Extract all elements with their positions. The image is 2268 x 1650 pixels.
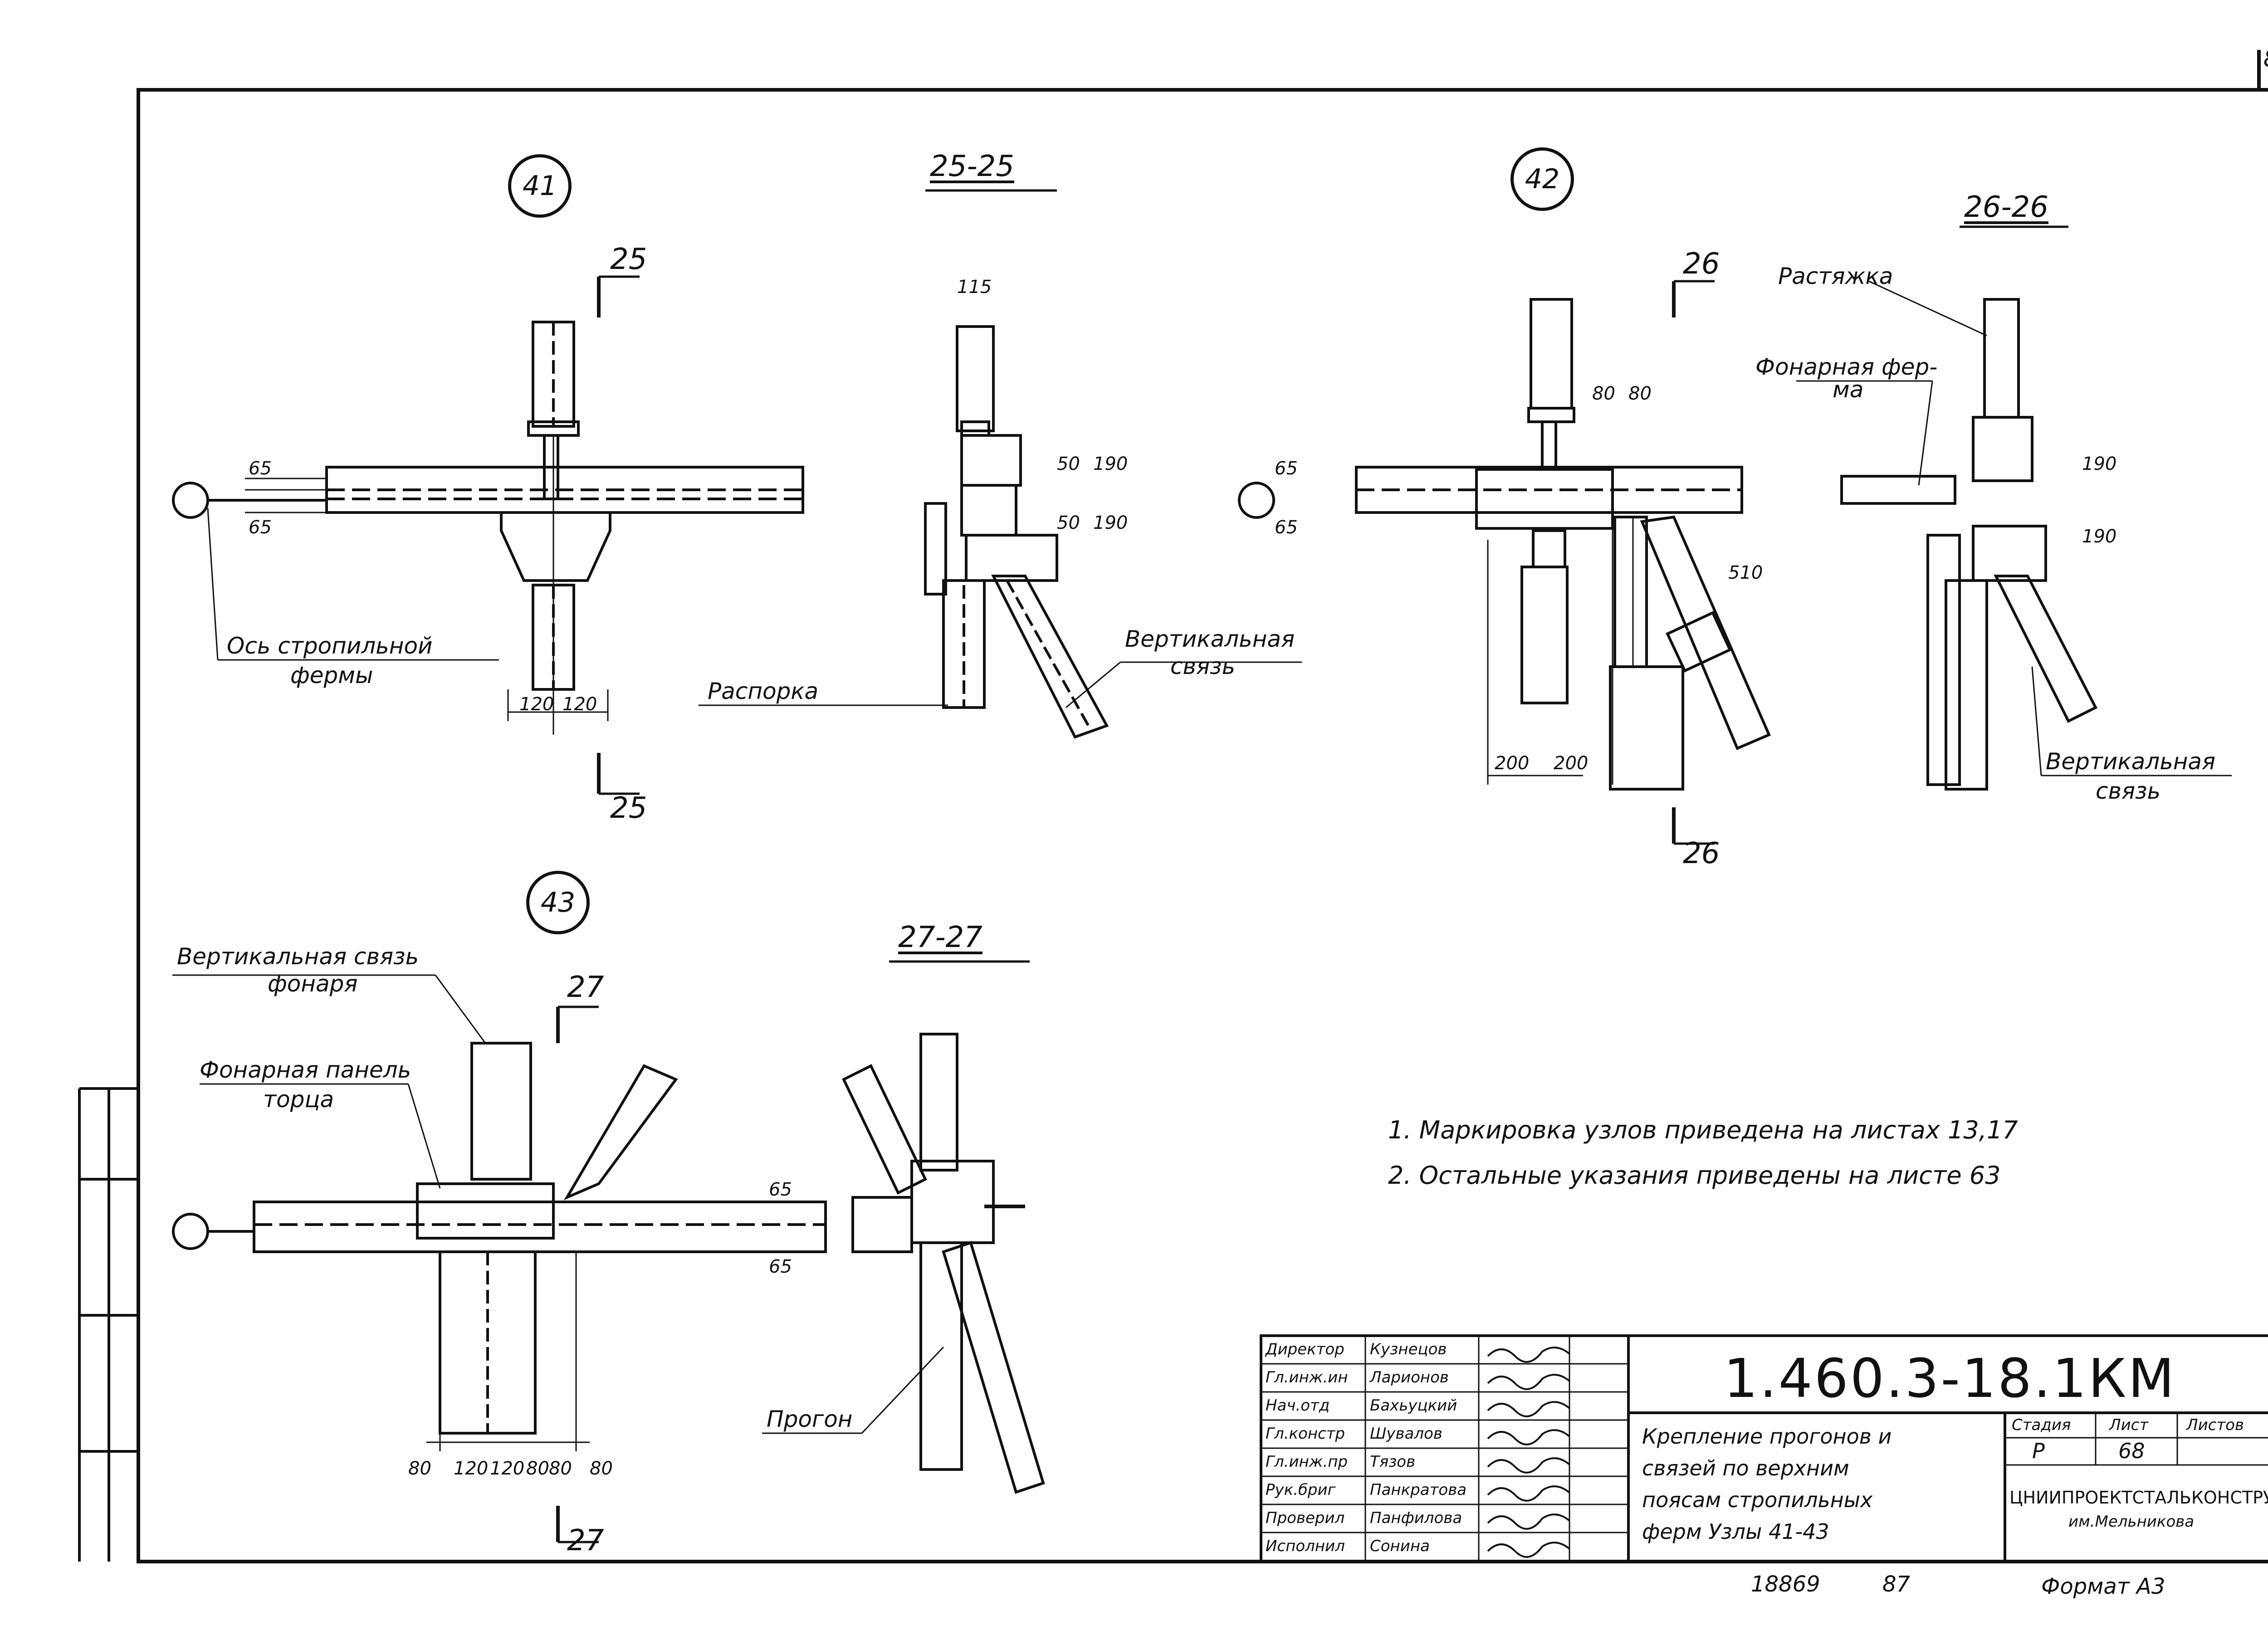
sheet-format: Формат А3: [2041, 1574, 2165, 1599]
section-26-drawing: [1796, 225, 2232, 791]
role-2: Нач.отд: [1266, 1396, 1330, 1415]
dim-n41-120b: 120: [562, 694, 597, 715]
desc-line-3: поясам стропильных: [1642, 1488, 1873, 1512]
name-1: Ларионов: [1370, 1368, 1449, 1386]
node-42-drawing: [1238, 280, 1771, 845]
dim-n42-65a: 65: [1275, 458, 1298, 479]
cut-25-top: 25: [610, 243, 647, 276]
label-truss-axis-2: фермы: [290, 662, 373, 688]
dim-s25-115: 115: [957, 277, 992, 298]
name-6: Панфилова: [1370, 1509, 1462, 1527]
sheet-header: Лист: [2109, 1416, 2149, 1434]
name-4: Тязов: [1370, 1453, 1416, 1471]
document-code: 1.460.3-18.1КМ: [1724, 1347, 2176, 1410]
dim-n43-65b: 65: [769, 1256, 792, 1277]
inventory-number: 18869: [1751, 1572, 1820, 1597]
cut-27-top: 27: [567, 971, 604, 1004]
label-vert-svyaz-b-1: Вертикальная: [2046, 748, 2216, 775]
stage-header: Стадия: [2012, 1416, 2071, 1434]
dim-n43-b4: 80: [549, 1458, 572, 1479]
name-2: Бахьуцкий: [1370, 1396, 1457, 1415]
sheet-value: 68: [2118, 1439, 2145, 1463]
name-3: Шувалов: [1370, 1425, 1442, 1443]
dim-n43-b0: 80: [408, 1458, 431, 1479]
label-vert-svyaz-fonar-2: фонаря: [268, 971, 358, 997]
binding-strip: [78, 1087, 138, 1562]
dim-s25-50b: 50: [1057, 513, 1080, 533]
dim-s25-50a: 50: [1057, 454, 1080, 474]
dim-s25-190b: 190: [1093, 513, 1128, 533]
dim-s26-190a: 190: [2082, 454, 2117, 474]
section-25-drawing: [699, 189, 1302, 739]
dim-n42-65b: 65: [1275, 517, 1298, 538]
note-1: 1. Маркировка узлов приведена на листах …: [1388, 1116, 2018, 1144]
dim-n43-b3: 80: [526, 1458, 549, 1479]
section-26-title: 26-26: [1964, 190, 2048, 224]
desc-line-4: ферм Узлы 41-43: [1642, 1519, 1829, 1544]
label-vert-svyaz-fonar-1: Вертикальная связь: [177, 943, 419, 970]
note-2: 2. Остальные указания приведены на листе…: [1388, 1161, 2001, 1190]
label-fonar-ferma-1: Фонарная фер-: [1755, 354, 1938, 380]
label-vert-svyaz-2: связь: [1170, 653, 1236, 679]
label-rasporka: Распорка: [708, 678, 819, 704]
dim-n43-65a: 65: [769, 1179, 792, 1200]
label-rastyazhka: Растяжка: [1778, 263, 1893, 289]
dim-n42-80a: 80: [1592, 383, 1615, 404]
cut-26-top: 26: [1683, 247, 1720, 281]
sheet-frame: [137, 50, 2268, 1563]
role-6: Проверил: [1266, 1509, 1345, 1527]
org-line-2: им.Мельникова: [2068, 1513, 2195, 1531]
dim-n43-b2: 120: [490, 1458, 525, 1479]
page-number: 86: [2263, 45, 2268, 73]
title-block-grid: [1260, 1334, 2268, 1563]
desc-line-2: связей по верхним: [1642, 1456, 1849, 1480]
cut-25-bottom: 25: [610, 791, 647, 825]
label-vert-svyaz-1: Вертикальная: [1125, 626, 1295, 652]
section-25-title: 25-25: [930, 150, 1014, 183]
dim-n43-b1: 120: [454, 1458, 489, 1479]
dim-n42-200a: 200: [1495, 753, 1530, 774]
role-3: Гл.констр: [1266, 1425, 1345, 1443]
dim-s25-190a: 190: [1093, 454, 1128, 474]
label-fonar-panel-1: Фонарная панель: [200, 1057, 411, 1083]
node-42-marker: 42: [1510, 147, 1574, 211]
dim-n42-80b: 80: [1628, 383, 1652, 404]
year: 87: [1882, 1572, 1911, 1597]
signatures: [1487, 1347, 1570, 1558]
cut-27-bottom: 27: [567, 1524, 604, 1557]
dim-n41-65b: 65: [249, 517, 272, 538]
stage-value: Р: [2032, 1439, 2045, 1463]
role-5: Рук.бриг: [1266, 1481, 1336, 1499]
role-4: Гл.инж.пр: [1266, 1453, 1348, 1471]
dim-n41-65a: 65: [249, 458, 272, 479]
name-5: Панкратова: [1370, 1481, 1467, 1499]
node-41-drawing: [172, 275, 804, 795]
sheets-header: Листов: [2186, 1416, 2244, 1434]
node-41-marker: 41: [508, 154, 572, 218]
dim-n43-b5: 80: [590, 1458, 613, 1479]
role-7: Исполнил: [1266, 1537, 1345, 1555]
dim-s26-190b: 190: [2082, 526, 2117, 547]
section-27-title: 27-27: [898, 921, 982, 954]
dim-n42-200b: 200: [1554, 753, 1589, 774]
name-7: Сонина: [1370, 1537, 1430, 1555]
dim-n41-120a: 120: [519, 694, 554, 715]
org-line-1: ЦНИИПРОЕКТСТАЛЬКОНСТРУКЦИЯ: [2009, 1488, 2268, 1508]
label-fonar-panel-2: торца: [263, 1086, 334, 1113]
role-0: Директор: [1266, 1340, 1344, 1358]
label-truss-axis-1: Ось стропильной: [227, 633, 433, 659]
dim-n42-510: 510: [1728, 562, 1763, 583]
section-27-drawing: [762, 960, 1045, 1494]
desc-line-1: Крепление прогонов и: [1642, 1424, 1892, 1449]
cut-26-bottom: 26: [1683, 837, 1720, 870]
role-1: Гл.инж.ин: [1266, 1368, 1348, 1386]
name-0: Кузнецов: [1370, 1340, 1447, 1358]
label-vert-svyaz-b-2: связь: [2096, 778, 2161, 804]
node-43-marker: 43: [526, 871, 590, 934]
label-fonar-ferma-2: ма: [1833, 376, 1864, 403]
node-43-drawing: [172, 974, 827, 1543]
label-progon: Прогон: [767, 1406, 853, 1432]
